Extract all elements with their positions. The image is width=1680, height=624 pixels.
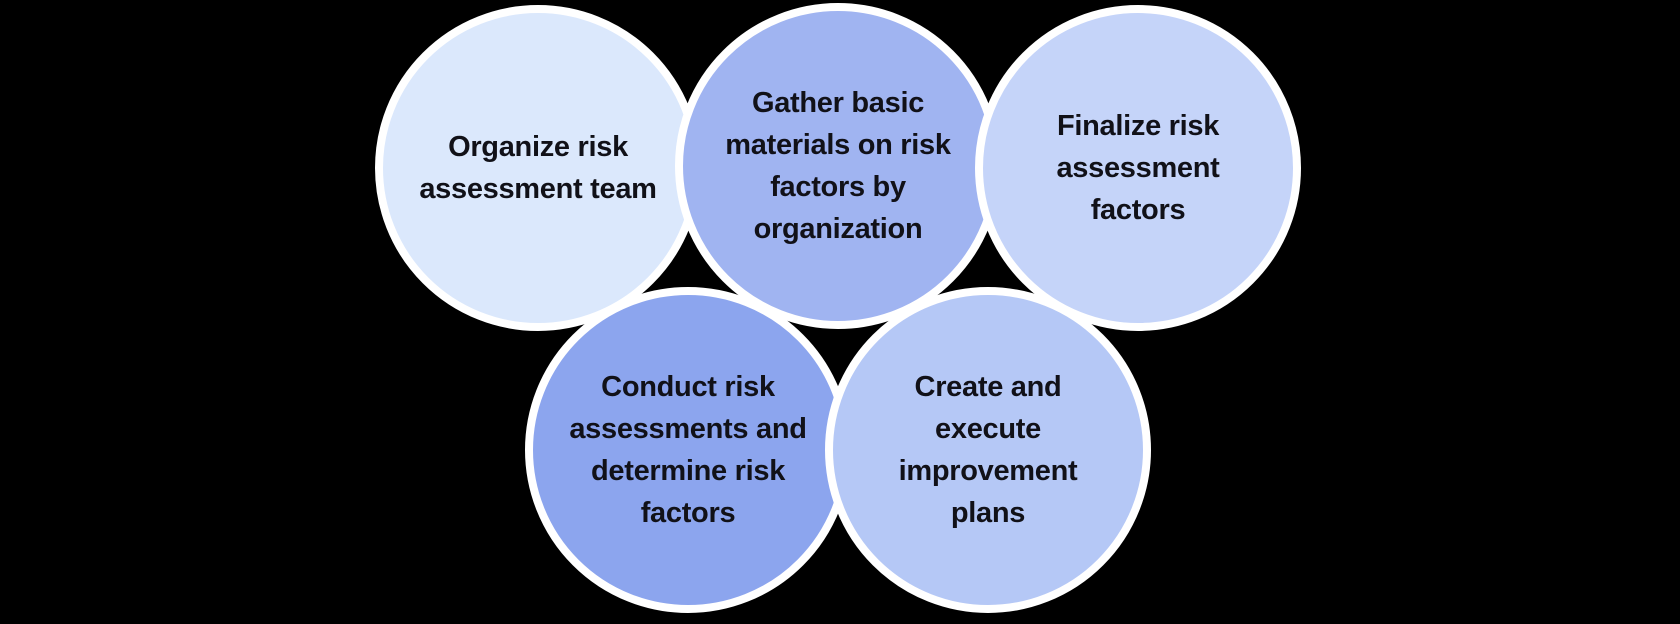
step-label-create-execute-improvement-plans: Create and execute improvement plans (898, 371, 1078, 529)
step-circle-finalize-risk-assessment-factors: Finalize risk assessment factors (975, 5, 1301, 331)
step-label-gather-basic-materials: Gather basic materials on risk factors b… (725, 87, 951, 245)
step-label-conduct-risk-assessments: Conduct risk assessments and determine r… (569, 371, 807, 529)
step-circle-gather-basic-materials: Gather basic materials on risk factors b… (675, 3, 1001, 329)
step-circle-conduct-risk-assessments: Conduct risk assessments and determine r… (525, 287, 851, 613)
step-circle-create-execute-improvement-plans: Create and execute improvement plans (825, 287, 1151, 613)
step-circle-organize-risk-assessment-team: Organize risk assessment team (375, 5, 701, 331)
step-label-organize-risk-assessment-team: Organize risk assessment team (419, 131, 657, 205)
step-label-finalize-risk-assessment-factors: Finalize risk assessment factors (1056, 110, 1220, 226)
